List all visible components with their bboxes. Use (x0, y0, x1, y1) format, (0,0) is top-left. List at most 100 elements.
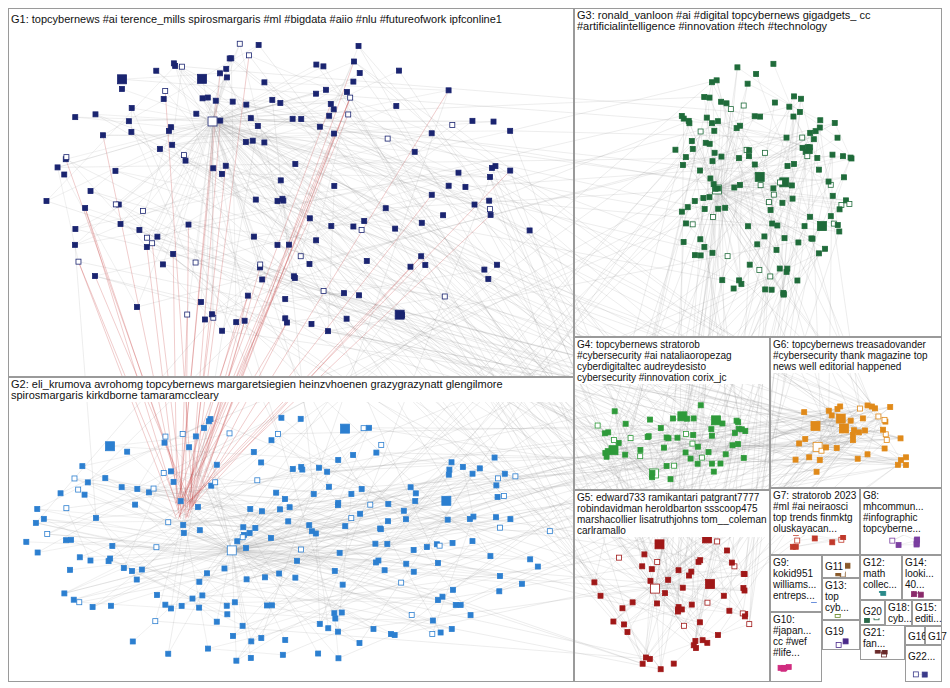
vertex-link (112, 546, 522, 584)
vertex-icon (710, 121, 715, 126)
vertex-icon (181, 531, 186, 536)
vertex-icon (348, 95, 353, 100)
vertex-icon (220, 328, 225, 333)
vertex-icon (202, 317, 207, 322)
vertex-link (110, 436, 196, 446)
vertex-icon (358, 511, 363, 516)
vertex-link (718, 616, 745, 635)
vertex-link (701, 131, 822, 226)
vertex-icon (736, 426, 741, 431)
vertex-link (232, 494, 352, 550)
vertex-icon (287, 505, 292, 510)
vertex-icon (785, 266, 790, 271)
vertex-link (82, 433, 229, 466)
vertex-icon (321, 288, 326, 293)
vertex-icon (903, 463, 908, 468)
vertex-icon (71, 597, 76, 602)
group-box: G15: editi... (912, 600, 942, 627)
vertex-icon (135, 305, 140, 310)
vertex-link (189, 447, 232, 550)
vertex-link (679, 533, 743, 574)
vertex-icon (161, 470, 166, 475)
vertex-icon (792, 94, 797, 99)
vertex-link (93, 253, 819, 607)
group-heading: G8: mhcommun... #infographic topcyberne.… (861, 489, 941, 535)
vertex-icon (346, 112, 351, 117)
vertex-icon (835, 135, 840, 140)
group-box: G3: ronald_vanloon #ai #digital topcyber… (574, 8, 942, 337)
vertex-link (347, 92, 422, 223)
vertex-link (75, 121, 213, 244)
vertex-icon (218, 118, 223, 123)
vertex-link (717, 189, 776, 249)
vertex-link (329, 116, 458, 173)
vertex-icon (712, 128, 717, 133)
vertex-link (686, 189, 717, 223)
vertex-icon (250, 138, 255, 143)
vertex-link (232, 468, 480, 550)
vertex-link (213, 66, 324, 121)
vertex-link (804, 405, 867, 412)
vertex-icon (382, 568, 387, 573)
vertex-icon (695, 444, 700, 449)
vertex-icon (699, 455, 704, 460)
vertex-icon (268, 535, 273, 540)
vertex-icon (691, 643, 696, 648)
vertex-icon (763, 287, 768, 292)
vertex-icon (690, 222, 695, 227)
vertex-icon (262, 80, 267, 85)
vertex-link (655, 589, 744, 591)
vertex-link (169, 121, 213, 130)
vertex-icon (210, 312, 215, 317)
vertex-icon (197, 579, 202, 584)
vertex-link (85, 495, 232, 551)
vertex-link (811, 238, 860, 408)
vertex-link (701, 126, 740, 256)
group-box: G12: math collec... (860, 555, 902, 600)
vertex-icon (241, 525, 246, 530)
vertex-icon (497, 589, 502, 594)
vertex-link (66, 157, 222, 331)
vertex-link (295, 164, 364, 221)
vertex-icon (834, 446, 839, 451)
vertex-icon (166, 520, 171, 525)
vertex-icon (264, 603, 269, 608)
vertex-link (207, 573, 359, 643)
vertex-link (710, 584, 745, 614)
vertex-link (643, 589, 655, 664)
vertex-link (230, 58, 712, 463)
vertex-link (427, 474, 473, 547)
vertex-icon (200, 593, 205, 598)
vertex-link (171, 471, 335, 571)
vertex-link (631, 438, 654, 473)
vertex-icon (336, 629, 341, 634)
vertex-icon (446, 472, 451, 477)
vertex-link (213, 121, 329, 331)
vertex-link (458, 173, 681, 212)
vertex-link (684, 197, 710, 242)
vertex-icon (713, 186, 718, 191)
vertex-icon (283, 497, 288, 502)
vertex-icon (838, 414, 843, 419)
vertex-icon (171, 479, 176, 484)
vertex-icon (344, 316, 349, 321)
vertex-icon (214, 619, 219, 624)
vertex-icon (336, 500, 341, 505)
vertex-icon (663, 591, 668, 596)
vertex-icon (535, 564, 540, 569)
vertex-link (175, 66, 248, 296)
group-heading: G18: cyb... (886, 601, 911, 625)
vertex-icon (331, 107, 336, 112)
vertex-link (748, 84, 821, 121)
vertex-link (335, 619, 391, 635)
vertex-icon (378, 527, 383, 532)
vertex-icon (190, 596, 195, 601)
vertex-icon (850, 438, 855, 443)
vertex-icon (260, 277, 265, 282)
vertex-icon (437, 543, 442, 548)
vertex-link (131, 132, 795, 460)
vertex-icon (724, 101, 729, 106)
vertex-link (650, 581, 729, 611)
vertex-icon (280, 652, 285, 657)
vertex-icon (336, 457, 341, 462)
